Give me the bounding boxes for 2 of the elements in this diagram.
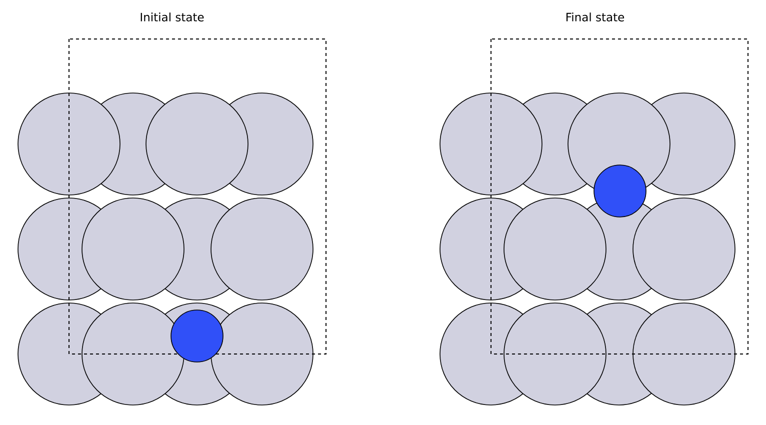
panel-title: Final state — [566, 12, 624, 22]
panel-title: Initial state — [140, 12, 204, 22]
